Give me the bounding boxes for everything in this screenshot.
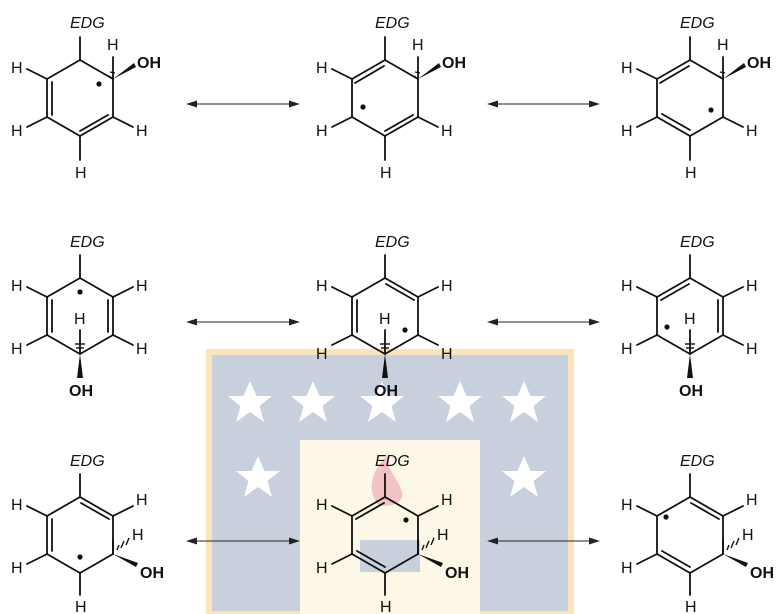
structure-ortho-1: EDG H OH H H H H	[11, 15, 161, 182]
structure-para-1: EDG H OH H H H H	[11, 234, 148, 400]
h-label: H	[11, 60, 23, 77]
edg-label: EDG	[70, 15, 105, 32]
edg-label: EDG	[375, 453, 410, 470]
h-label: H	[11, 278, 23, 295]
watermark-flame-icon	[371, 455, 403, 506]
h-label: H	[717, 37, 729, 54]
oh-label: OH	[374, 383, 398, 400]
structure-meta-2: EDG H OH H H H H	[316, 453, 469, 614]
h-label: H	[621, 123, 633, 140]
structure-meta-1: EDG H OH H H H H	[11, 453, 164, 614]
h-label: H	[441, 346, 453, 363]
h-label: H	[441, 278, 453, 295]
h-label: H	[437, 527, 449, 544]
h-label: H	[132, 527, 144, 544]
h-label: H	[621, 60, 633, 77]
h-label: H	[746, 278, 758, 295]
h-label: H	[11, 497, 23, 514]
h-label: H	[136, 278, 148, 295]
edg-label: EDG	[680, 234, 715, 251]
h-label: H	[75, 599, 87, 614]
h-label: H	[380, 165, 392, 182]
h-label: H	[441, 123, 453, 140]
h-label: H	[316, 497, 328, 514]
structure-para-2: EDG H OH H H H H	[316, 234, 453, 400]
h-label: H	[684, 311, 696, 328]
h-label: H	[380, 599, 392, 614]
resonance-arrow	[186, 537, 300, 545]
oh-label: OH	[69, 383, 93, 400]
structure-ortho-3: EDG H OH H H H H	[621, 15, 771, 182]
h-label: H	[685, 599, 697, 614]
h-label: H	[316, 123, 328, 140]
h-label: H	[621, 278, 633, 295]
resonance-arrow	[186, 318, 300, 326]
h-label: H	[621, 560, 633, 577]
h-label: H	[11, 341, 23, 358]
h-label: H	[136, 341, 148, 358]
h-label: H	[316, 346, 328, 363]
structure-para-3: EDG H OH H H H H	[621, 234, 758, 400]
watermark-book-icon	[360, 540, 420, 572]
h-label: H	[746, 123, 758, 140]
h-label: H	[742, 527, 754, 544]
oh-label: OH	[747, 55, 771, 72]
edg-label: EDG	[680, 453, 715, 470]
resonance-arrow	[487, 100, 600, 108]
resonance-arrow	[487, 537, 600, 545]
edg-label: EDG	[70, 453, 105, 470]
oh-label: OH	[137, 55, 161, 72]
h-label: H	[107, 37, 119, 54]
h-label: H	[74, 311, 86, 328]
h-label: H	[746, 341, 758, 358]
resonance-arrow	[186, 100, 300, 108]
oh-label: OH	[442, 55, 466, 72]
h-label: H	[136, 123, 148, 140]
h-label: H	[746, 492, 758, 509]
edg-label: EDG	[70, 234, 105, 251]
edg-label: EDG	[680, 15, 715, 32]
h-label: H	[412, 37, 424, 54]
h-label: H	[316, 560, 328, 577]
h-label: H	[621, 341, 633, 358]
h-label: H	[316, 278, 328, 295]
h-label: H	[136, 492, 148, 509]
oh-label: OH	[445, 565, 469, 582]
h-label: H	[11, 123, 23, 140]
h-label: H	[621, 497, 633, 514]
oh-label: OH	[679, 383, 703, 400]
edg-label: EDG	[375, 15, 410, 32]
h-label: H	[685, 165, 697, 182]
resonance-arrows	[186, 100, 600, 545]
h-label: H	[441, 492, 453, 509]
structure-ortho-2: EDG H OH H H H H	[316, 15, 466, 182]
resonance-arrow	[487, 318, 600, 326]
h-label: H	[11, 560, 23, 577]
structure-meta-3: EDG H OH H H H H	[621, 453, 774, 614]
h-label: H	[316, 60, 328, 77]
h-label: H	[379, 311, 391, 328]
watermark-cream-panel	[300, 440, 480, 614]
h-label: H	[75, 165, 87, 182]
oh-label: OH	[750, 565, 774, 582]
oh-label: OH	[140, 565, 164, 582]
edg-label: EDG	[375, 234, 410, 251]
